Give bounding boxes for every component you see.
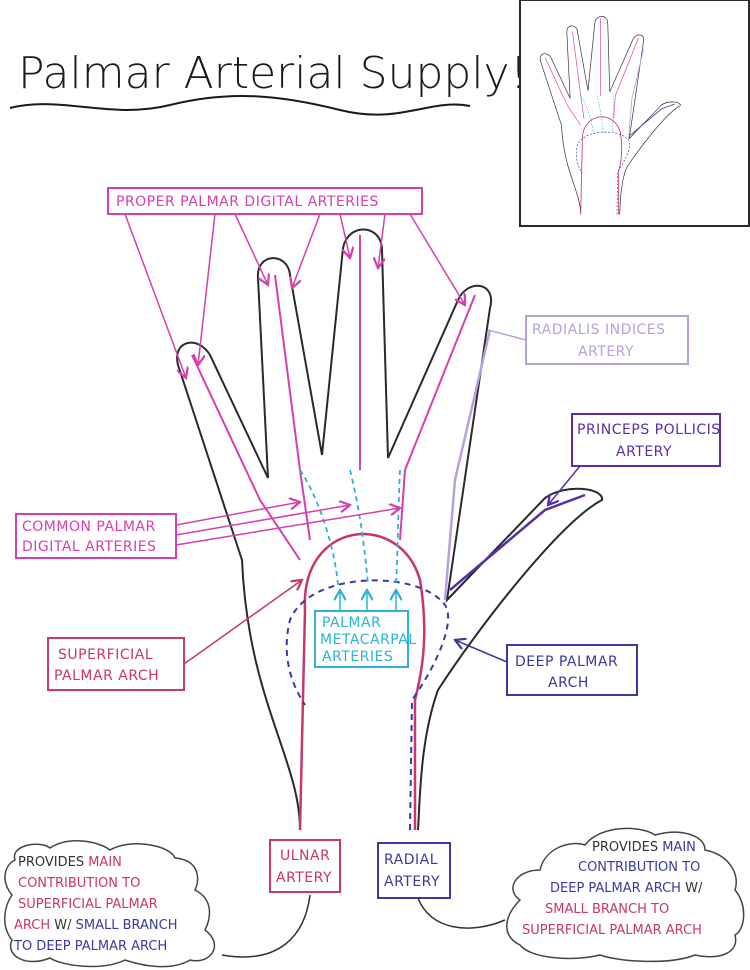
svg-text:PROVIDES MAIN: PROVIDES MAIN <box>592 840 696 855</box>
label-radialis-indices-line1: RADIALIS INDICES <box>532 322 666 338</box>
ulnar-note-l2: CONTRIBUTION TO <box>18 876 140 891</box>
radial-note-l3a: DEEP PALMAR ARCH <box>550 881 681 896</box>
ulnar-note-connector <box>221 894 311 958</box>
deep-arch-pointer <box>455 640 508 663</box>
label-princeps-pollicis-line2: ARTERY <box>616 444 672 460</box>
svg-text:ARCH W/ SMALL BRANCH: ARCH W/ SMALL BRANCH <box>14 918 178 933</box>
radialis-pointer <box>487 329 527 341</box>
radial-note-l2: CONTRIBUTION TO <box>578 860 700 875</box>
princeps-pointer <box>548 465 581 505</box>
label-box-common-palmar-digital <box>15 513 177 559</box>
label-palmar-metacarpal-line3: ARTERIES <box>322 649 393 665</box>
metacarpal-pointers <box>340 590 396 611</box>
radial-note: PROVIDES MAIN CONTRIBUTION TO DEEP PALMA… <box>522 840 703 938</box>
page-title: Palmar Arterial Supply! <box>18 48 527 99</box>
label-palmar-metacarpal-line2: METACARPAL <box>320 632 417 648</box>
label-box-proper-palmar-digital <box>107 187 423 215</box>
inset-hand-thumbnail <box>539 15 681 215</box>
radial-note-cloud <box>506 827 745 963</box>
label-box-princeps-pollicis <box>571 413 721 467</box>
ulnar-note-l4a: ARCH <box>14 918 50 933</box>
label-radial-artery-line2: ARTERY <box>384 874 440 890</box>
label-box-ulnar-artery <box>269 839 341 893</box>
ulnar-note-l1b: MAIN <box>88 855 122 870</box>
radial-note-l3b: W/ <box>681 881 703 896</box>
inset-frame <box>519 0 750 227</box>
label-deep-palmar-arch-line1: DEEP PALMAR <box>515 654 618 670</box>
svg-text:DEEP PALMAR ARCH W/: DEEP PALMAR ARCH W/ <box>550 881 703 896</box>
common-digital-pointers <box>175 502 400 546</box>
label-radialis-indices-line2: ARTERY <box>578 344 634 360</box>
superficial-arch-pointer <box>183 580 302 665</box>
radial-note-l4: SMALL BRANCH TO <box>545 902 669 917</box>
radial-note-connector <box>417 897 506 929</box>
ulnar-note-l4b: W/ <box>50 918 76 933</box>
label-common-palmar-digital-line1: COMMON PALMAR <box>22 519 156 535</box>
radial-note-l1a: PROVIDES <box>592 840 662 855</box>
label-princeps-pollicis-line1: PRINCEPS POLLICIS <box>577 422 721 438</box>
label-box-radial-artery <box>377 842 451 899</box>
hand-illustration <box>175 228 604 832</box>
label-superficial-palmar-arch-line2: PALMAR ARCH <box>54 668 159 684</box>
label-superficial-palmar-arch-line1: SUPERFICIAL <box>58 647 153 663</box>
label-ulnar-artery-line1: ULNAR <box>280 848 330 864</box>
label-radial-artery-line1: RADIAL <box>384 852 438 868</box>
label-proper-palmar-digital-arteries: PROPER PALMAR DIGITAL ARTERIES <box>116 194 379 210</box>
svg-text:PROVIDES MAIN: PROVIDES MAIN <box>18 855 122 870</box>
ulnar-note-cloud <box>4 840 216 968</box>
label-ulnar-artery-line2: ARTERY <box>276 870 332 886</box>
label-palmar-metacarpal-line1: PALMAR <box>322 615 381 631</box>
ulnar-note-l4c: SMALL BRANCH <box>76 918 178 933</box>
label-box-deep-palmar-arch <box>506 644 638 696</box>
label-deep-palmar-arch-line2: ARCH <box>548 675 589 691</box>
title-underline <box>9 94 471 116</box>
label-box-palmar-metacarpal <box>314 610 409 668</box>
ulnar-note: PROVIDES MAIN CONTRIBUTION TO SUPERFICIA… <box>13 855 178 954</box>
ulnar-note-l3: SUPERFICIAL PALMAR <box>18 897 158 912</box>
ulnar-note-l5: TO DEEP PALMAR ARCH <box>13 939 167 954</box>
label-common-palmar-digital-line2: DIGITAL ARTERIES <box>22 539 156 555</box>
radial-note-l5: SUPERFICIAL PALMAR ARCH <box>522 923 702 938</box>
proper-digital-pointers <box>124 213 465 378</box>
ulnar-note-l1a: PROVIDES <box>18 855 88 870</box>
radial-note-l1b: MAIN <box>662 840 696 855</box>
